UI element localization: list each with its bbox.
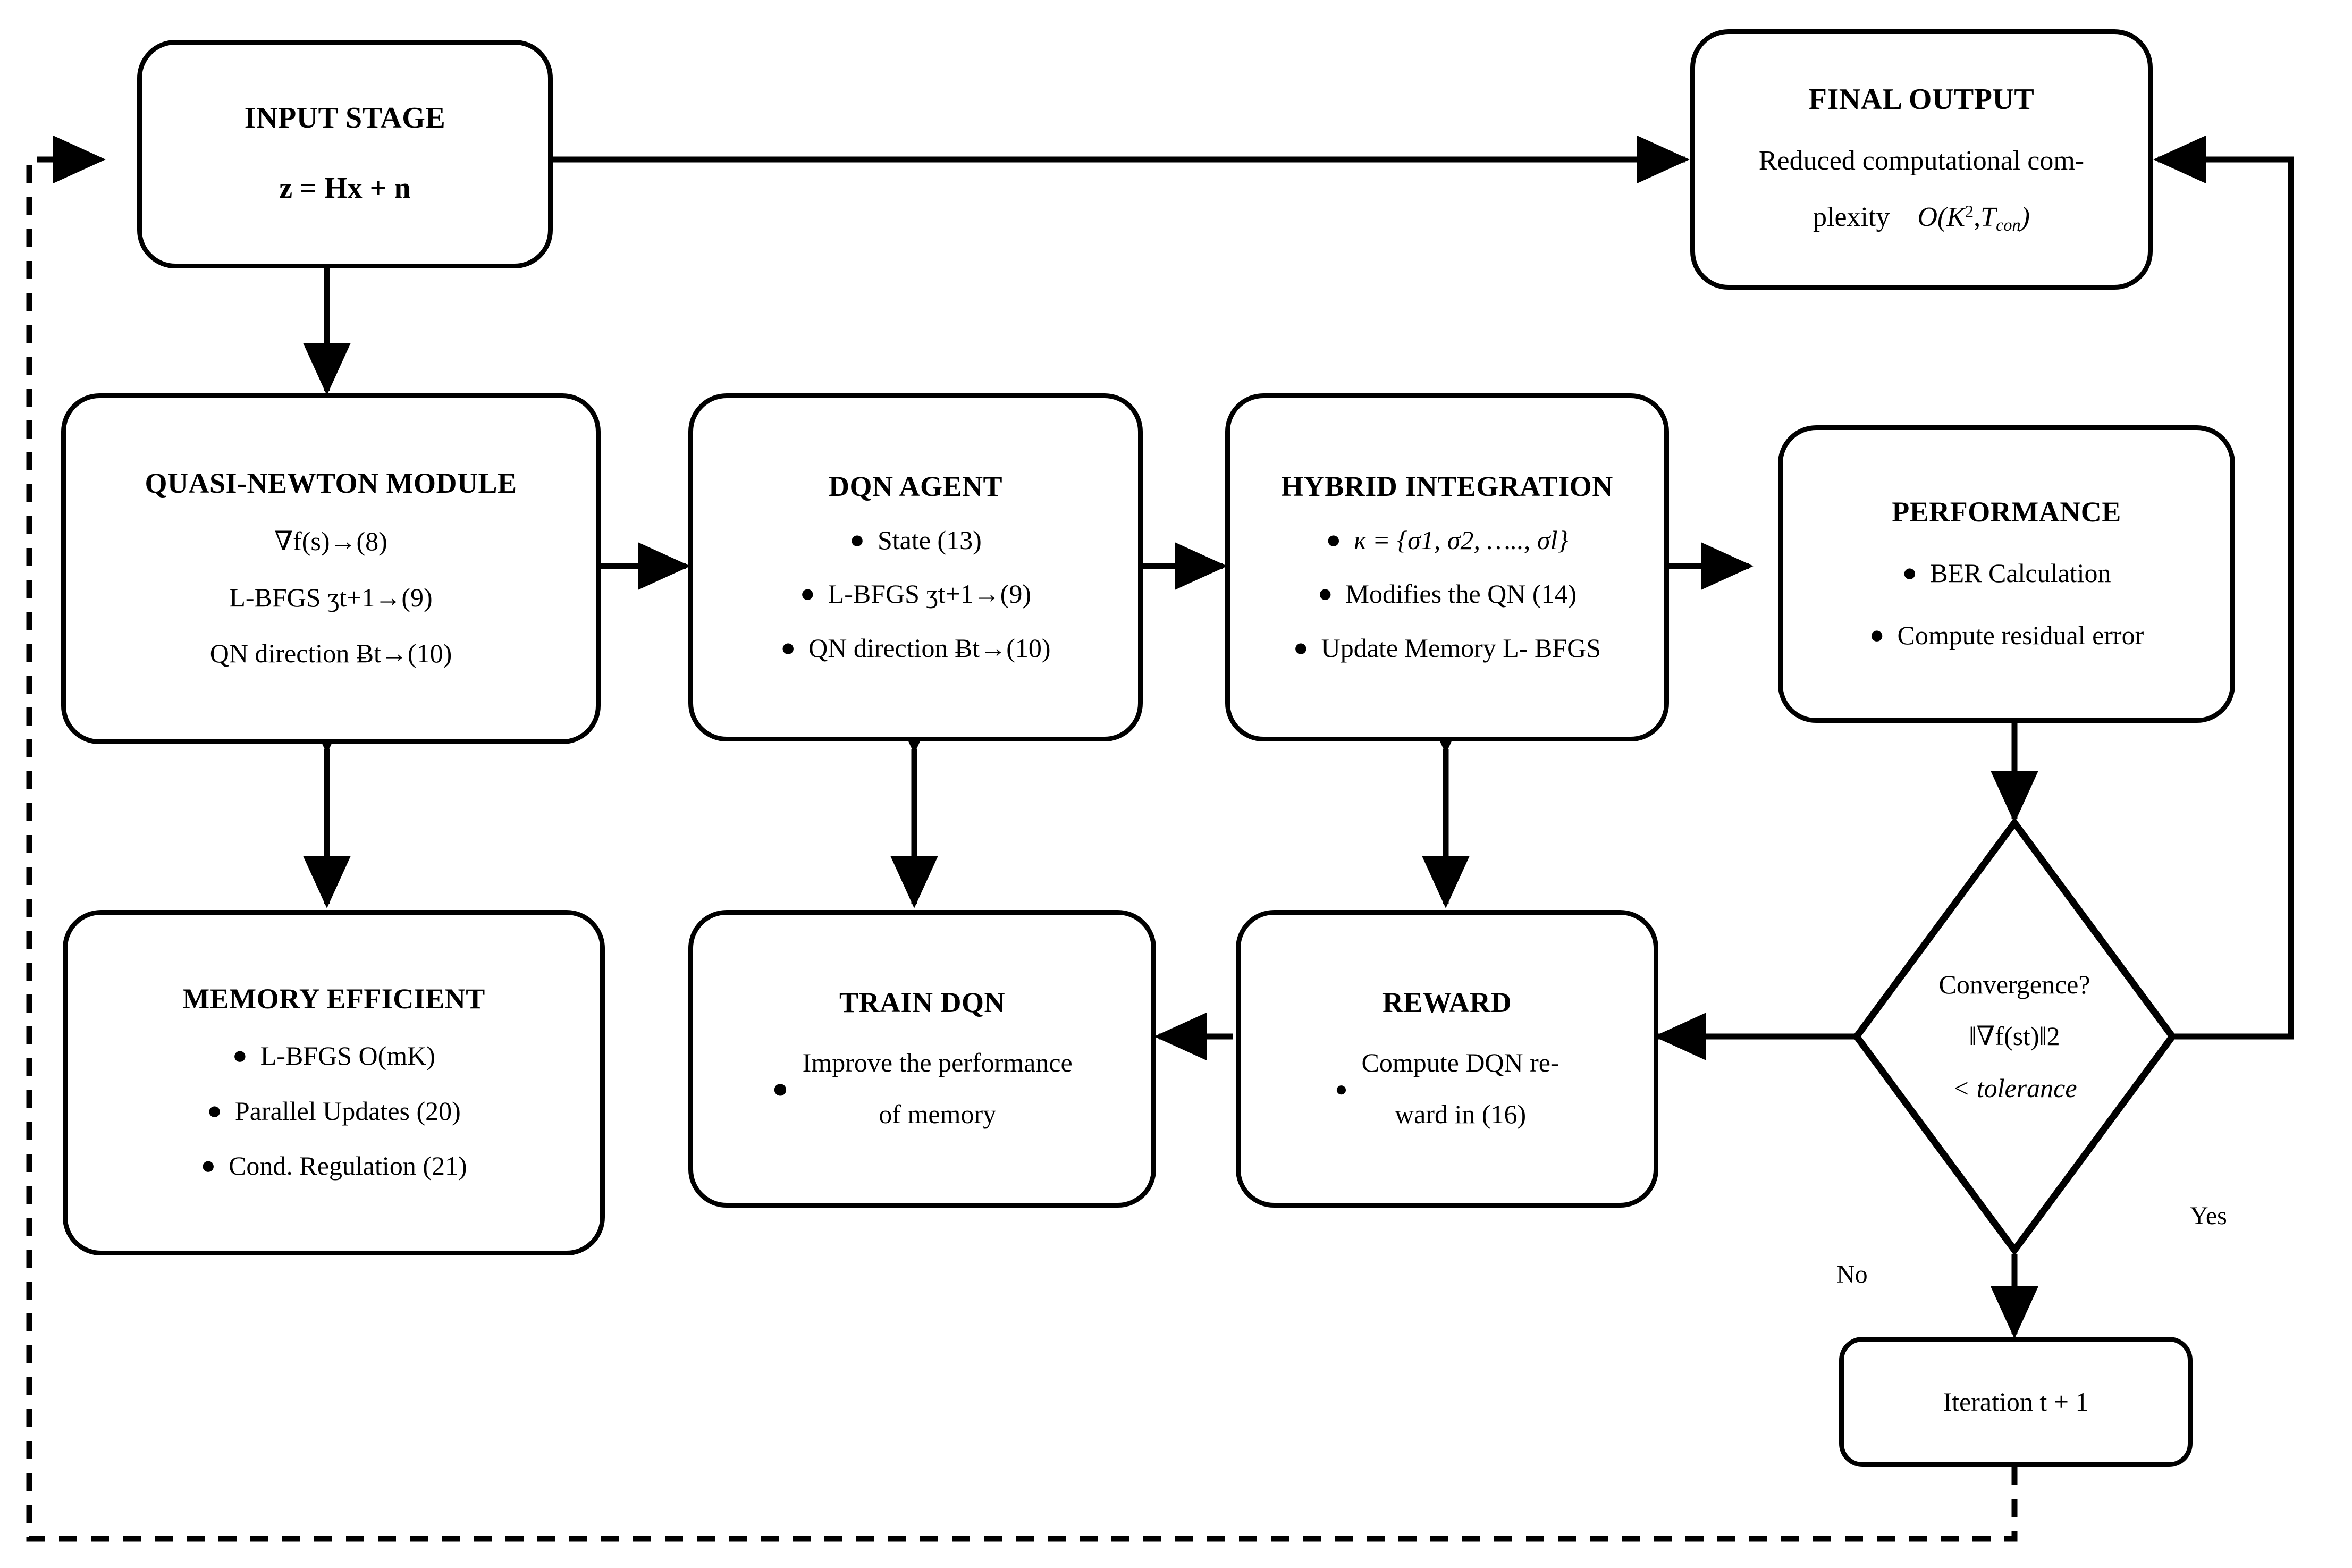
quasi-newton-line-1: ∇f(s)→(8): [274, 526, 387, 557]
quasi-newton-title: QUASI-NEWTON MODULE: [145, 467, 517, 500]
final-output-T: T: [1980, 201, 1996, 232]
final-output-K: K: [1946, 201, 1966, 232]
final-output-line2: plexity O(K2,Tcon): [1813, 201, 2030, 235]
reward-bullet-line1: Compute DQN re-: [1361, 1047, 1559, 1077]
bullet-icon: ●: [849, 526, 865, 554]
bullet-icon: ●: [200, 1152, 216, 1180]
reward-bullet-line2: ward in (16): [1395, 1099, 1527, 1129]
bullet-icon: ●: [1317, 580, 1333, 608]
train-dqn-bullet: ● Improve the performance of memory: [772, 1048, 1073, 1130]
list-item: ● State (13): [693, 525, 1138, 556]
final-output-K-exponent: 2: [1965, 201, 1974, 221]
edge-feedback-loop-dashed: [26, 135, 2018, 1542]
bullet-icon: ●: [772, 1073, 789, 1104]
memory-efficient-bullet-1: Parallel Updates (20): [234, 1095, 461, 1126]
node-final-output[interactable]: FINAL OUTPUT Reduced computational com- …: [1690, 29, 2153, 290]
memory-efficient-title: MEMORY EFFICIENT: [182, 983, 485, 1015]
reward-title: REWARD: [1382, 987, 1512, 1019]
reward-bullet: ● Compute DQN re- ward in (16): [1335, 1048, 1559, 1130]
edge-label-no: No: [1836, 1260, 1868, 1288]
memory-efficient-bullet-0: L-BFGS O(mK): [260, 1041, 435, 1071]
hybrid-integration-title: HYBRID INTEGRATION: [1281, 470, 1613, 502]
dqn-agent-bullet-2: QN direction Ƀt→(10): [808, 633, 1051, 663]
final-output-line2-prefix: plexity: [1813, 201, 1890, 232]
bullet-icon: ●: [1902, 559, 1918, 587]
hybrid-integration-bullet-2: Update Memory L- BFGS: [1321, 633, 1601, 663]
hybrid-integration-bullet-list: ●ĸ = {σ1, σ2, ….., σl} ●Modifies the QN …: [1230, 525, 1664, 664]
final-output-comma: ,: [1974, 201, 1981, 232]
edge-label-yes: Yes: [2190, 1202, 2227, 1230]
final-output-paren-open: (: [1937, 201, 1947, 232]
bullet-icon: ●: [799, 580, 815, 608]
list-item: ● QN direction Ƀt→(10): [693, 633, 1138, 664]
train-dqn-title: TRAIN DQN: [839, 987, 1006, 1019]
list-item: ● BER Calculation: [1783, 558, 2230, 589]
dqn-agent-bullet-1: L-BFGS ʒt+1→(9): [828, 579, 1032, 609]
list-item: ● Compute residual error: [1783, 620, 2230, 651]
memory-efficient-bullet-2: Cond. Regulation (21): [229, 1151, 467, 1181]
node-train-dqn[interactable]: TRAIN DQN ● Improve the performance of m…: [688, 910, 1156, 1208]
node-memory-efficient[interactable]: MEMORY EFFICIENT ● L-BFGS O(mK) ● Parallel…: [63, 910, 605, 1255]
node-dqn-agent[interactable]: DQN AGENT ● State (13) ● L-BFGS ʒt+1→(9) ●…: [688, 393, 1143, 741]
train-dqn-bullet-line2: of memory: [879, 1099, 997, 1129]
bullet-icon: ●: [232, 1042, 248, 1070]
final-output-paren-close: ): [2020, 201, 2030, 232]
bullet-icon: ●: [780, 634, 796, 662]
dqn-agent-title: DQN AGENT: [828, 470, 1003, 502]
list-item: ● L-BFGS ʒt+1→(9): [693, 579, 1138, 610]
edge-decision-yes-to-final: [2153, 135, 2294, 1040]
bullet-icon: ●: [207, 1097, 222, 1125]
node-hybrid-integration[interactable]: HYBRID INTEGRATION ● ĸ = {σ1, σ2, ….., σl…: [1225, 393, 1669, 741]
iteration-text: Iteration t + 1: [1943, 1386, 2089, 1417]
list-item: ● Parallel Updates (20): [68, 1096, 600, 1127]
quasi-newton-line-3: QN direction Ƀt→(10): [209, 638, 452, 669]
final-output-bigO: O: [1917, 201, 1938, 232]
quasi-newton-line-2: L-BFGS ʒt+1→(9): [229, 582, 433, 612]
dqn-agent-bullet-list: ● State (13) ● L-BFGS ʒt+1→(9) ● QN directi…: [693, 525, 1138, 664]
node-convergence-decision[interactable]: [1852, 819, 2177, 1254]
list-item: ● Update Memory L- BFGS: [1230, 633, 1664, 664]
input-stage-title: INPUT STAGE: [244, 102, 446, 135]
list-item: ● L-BFGS O(mK): [68, 1041, 600, 1072]
node-performance[interactable]: PERFORMANCE ● BER Calculation ● Compute re…: [1778, 425, 2235, 723]
performance-bullet-1: Compute residual error: [1897, 620, 2144, 651]
performance-title: PERFORMANCE: [1892, 496, 2121, 528]
final-output-line1: Reduced computational com-: [1758, 145, 2085, 176]
dqn-agent-bullet-0: State (13): [877, 525, 982, 555]
node-quasi-newton-module[interactable]: QUASI-NEWTON MODULE ∇f(s)→(8) L-BFGS ʒt+…: [61, 393, 601, 744]
input-stage-equation: z = Hx + n: [279, 172, 411, 205]
decision-diamond-shape: [1852, 819, 2177, 1254]
memory-efficient-bullet-list: ●L-BFGS O(mK) ●Parallel Updates (20) ●Co…: [68, 1041, 600, 1182]
list-item: ● Modifies the QN (14): [1230, 579, 1664, 610]
node-reward[interactable]: REWARD ● Compute DQN re- ward in (16): [1236, 910, 1658, 1208]
final-output-T-subscript: con: [1996, 215, 2021, 234]
list-item: ● Cond. Regulation (21): [68, 1151, 600, 1182]
hybrid-integration-bullet-0: ĸ = {σ1, σ2, ….., σl}: [1354, 525, 1569, 555]
bullet-icon: ●: [1326, 526, 1342, 554]
final-output-title: FINAL OUTPUT: [1808, 83, 2035, 116]
bullet-icon: ●: [1293, 634, 1309, 662]
hybrid-integration-bullet-1: Modifies the QN (14): [1345, 579, 1577, 609]
node-input-stage[interactable]: INPUT STAGE z = Hx + n: [137, 40, 553, 268]
list-item: ● ĸ = {σ1, σ2, ….., σl}: [1230, 525, 1664, 556]
bullet-icon: ●: [1335, 1076, 1348, 1101]
performance-bullet-0: BER Calculation: [1930, 558, 2111, 588]
node-iteration[interactable]: Iteration t + 1: [1839, 1337, 2193, 1467]
performance-bullet-list: ● BER Calculation ● Compute residual error: [1783, 558, 2230, 651]
train-dqn-bullet-line1: Improve the performance: [802, 1047, 1073, 1077]
bullet-icon: ●: [1869, 621, 1885, 650]
